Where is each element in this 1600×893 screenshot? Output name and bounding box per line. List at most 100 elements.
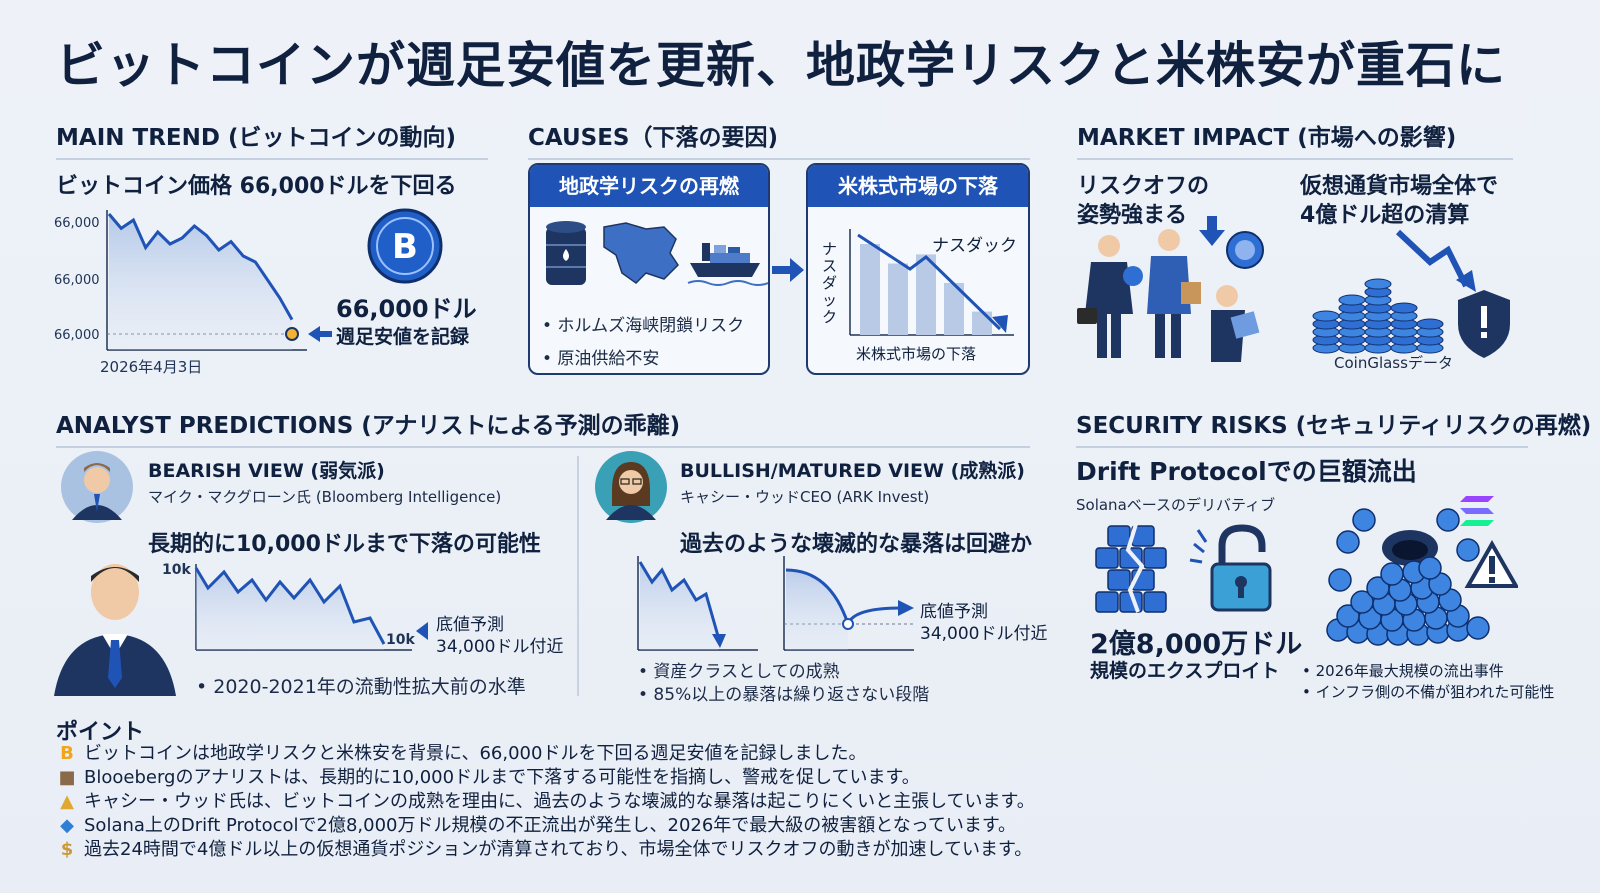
geopolitical-illustration	[546, 221, 768, 286]
risk-off-line1: リスクオフの	[1077, 174, 1210, 199]
broken-blockchain-icon	[1095, 523, 1167, 613]
bear-chart: 10k 10k	[162, 562, 415, 651]
low-marker	[285, 327, 299, 341]
security-caption: Solanaベースのデリバティブ	[1076, 496, 1276, 514]
nasdaq-chart	[849, 229, 1014, 336]
bear-analyst-illustration	[54, 564, 176, 696]
analyst-divider	[577, 456, 579, 696]
bull-target-line2: 34,000ドル付近	[920, 624, 1048, 644]
shield-warning-icon	[1458, 290, 1510, 358]
price-note: 週足安値を記録	[336, 326, 470, 348]
cause-box-title: 地政学リスクの再燃	[530, 165, 768, 207]
chart-top-label: 10k	[162, 562, 191, 578]
page-title: ビットコインが週足安値を更新、地政学リスクと米株安が重石に	[56, 37, 1507, 94]
cause-box-geopolitical: 地政学リスクの再燃 • ホルムズ海峡閉鎖リスク • 原油供給不安	[528, 163, 770, 375]
cargo-ship-icon	[687, 243, 768, 286]
main-trend-heading: MAIN TREND (ビットコインの動向)	[56, 118, 488, 160]
main-trend-subheading: ビットコイン価格 66,000ドルを下回る	[56, 174, 457, 199]
liquidation-line1: 仮想通貨市場全体で	[1300, 174, 1499, 199]
arrow-down-icon	[712, 634, 726, 648]
point-item: ▲キャシー・ウッド氏は、ビットコインの成熟を理由に、過去のような壊滅的な暴落は起…	[56, 790, 1156, 814]
bullet-icon: ■	[58, 767, 76, 788]
cause-bullet: • ホルムズ海峡閉鎖リスク	[542, 316, 745, 336]
bottom-marker	[842, 618, 854, 630]
bullet-icon: $	[60, 839, 74, 860]
bullet-icon: B	[60, 743, 74, 764]
arrow-down-icon	[1456, 270, 1476, 292]
security-bullet: • 2026年最大規模の流出事件	[1302, 662, 1504, 680]
bear-target-line1: 底値予測	[436, 615, 504, 635]
point-item: ◆ Solana上のDrift Protocolで2億8,000万ドル規模の不正流…	[56, 814, 1156, 838]
risk-off-line2: 姿勢強まる	[1077, 203, 1188, 228]
bull-bullet: • 85%以上の暴落は繰り返さない段階	[638, 685, 930, 705]
causes-heading: CAUSES（下落の要因)	[528, 118, 1030, 160]
warning-icon	[1464, 539, 1518, 588]
bottoming-chart	[783, 556, 914, 651]
arrow-right-icon	[772, 258, 804, 282]
security-bullet: • インフラ側の不備が狙われた可能性	[1302, 683, 1555, 701]
arrow-down-icon	[992, 315, 1008, 333]
price-line	[107, 213, 294, 321]
bull-bullet: • 資産クラスとしての成熟	[638, 662, 840, 682]
nasdaq-bar	[972, 311, 992, 335]
coin-outflow-illustration	[1326, 496, 1518, 646]
bear-claim: 長期的に10,000ドルまで下落の可能性	[148, 532, 541, 557]
oil-barrel-icon	[546, 221, 586, 285]
exploit-note: 規模のエクスプロイト	[1090, 660, 1280, 682]
crypto-coin-icon	[1226, 231, 1264, 269]
analyst-icon	[1211, 285, 1260, 362]
nasdaq-line-label: ナスダック	[932, 236, 1017, 256]
crash-area	[640, 562, 718, 650]
point-item: $ 過去24時間で4億ドル以上の仮想通貨ポジションが清算されており、市場全体でリス…	[56, 838, 1156, 862]
exploit-amount: 2億8,000万ドル	[1090, 629, 1303, 660]
liquidation-line2: 4億ドル超の清算	[1300, 203, 1470, 228]
coin-pile-icon	[1326, 508, 1490, 646]
nasdaq-bar	[916, 254, 936, 335]
cause-box-title: 米株式市場の下落	[808, 165, 1028, 207]
price-label: 66,000ドル	[336, 295, 477, 323]
solana-logo-icon	[1460, 496, 1494, 526]
arrow-left-icon	[308, 326, 332, 342]
trend-down-line	[1395, 229, 1469, 288]
source-label: CoinGlassデータ	[1334, 354, 1453, 372]
vault-hole-icon	[1382, 530, 1438, 566]
bull-claim: 過去のような壊滅的な暴落は回避か	[680, 532, 1033, 557]
y-tick: 66,000	[54, 273, 100, 288]
y-tick: 66,000	[54, 216, 100, 231]
nasdaq-bar	[944, 283, 964, 335]
bear-title: BEARISH VIEW (弱気派)	[148, 460, 385, 482]
point-text: キャシー・ウッド氏は、ビットコインの成熟を理由に、過去のような壊滅的な暴落は起こ…	[84, 791, 1035, 812]
avatar	[595, 451, 667, 523]
bullet-icon: ◆	[60, 815, 74, 836]
liquidation-illustration	[1312, 229, 1510, 358]
security-subheading: Drift Protocolでの巨額流出	[1076, 457, 1417, 486]
nasdaq-bar	[860, 244, 880, 335]
cause-bullet: • 原油供給不安	[542, 349, 660, 369]
point-item: B ビットコインは地政学リスクと米株安を背景に、66,000ドルを下回る週足安値を…	[56, 742, 1156, 766]
bitcoin-icon: B	[367, 208, 443, 284]
bull-title: BULLISH/MATURED VIEW (成熟派)	[680, 460, 1025, 482]
arrow-down-icon	[1199, 216, 1225, 246]
point-text: Solana上のDrift Protocolで2億8,000万ドル規模の不正流出…	[84, 815, 1017, 836]
investor-icon	[1147, 229, 1201, 358]
investors-illustration	[1077, 216, 1264, 362]
middle-east-map-icon	[603, 222, 679, 284]
bear-person: マイク・マクグローン氏 (Bloomberg Intelligence)	[148, 488, 502, 506]
cause-box-stocks: 米株式市場の下落 ナスダック ナスダック 米株式市場の下落	[806, 163, 1030, 375]
avatar	[61, 451, 133, 523]
svg-text:B: B	[392, 227, 418, 267]
arrow-right-icon	[898, 600, 914, 616]
crash-line	[638, 561, 720, 637]
nasdaq-bar	[888, 263, 908, 335]
point-text: ビットコインは地政学リスクと米株安を背景に、66,000ドルを下回る週足安値を記…	[84, 743, 867, 764]
arrow-left-icon	[416, 622, 428, 640]
bottoming-area	[786, 570, 848, 650]
forecast-area	[196, 568, 384, 650]
bear-bullet: • 2020-2021年の流動性拡大前の水準	[196, 676, 526, 698]
stocks-caption: 米株式市場の下落	[856, 345, 977, 363]
point-text: 過去24時間で4億ドル以上の仮想通貨ポジションが清算されており、市場全体でリスク…	[84, 839, 1033, 860]
nasdaq-side-label: ナスダック	[822, 240, 838, 326]
chart-date: 2026年4月3日	[100, 358, 202, 376]
market-impact-heading: MARKET IMPACT (市場への影響)	[1077, 118, 1513, 160]
bear-target-line2: 34,000ドル付近	[436, 637, 564, 657]
